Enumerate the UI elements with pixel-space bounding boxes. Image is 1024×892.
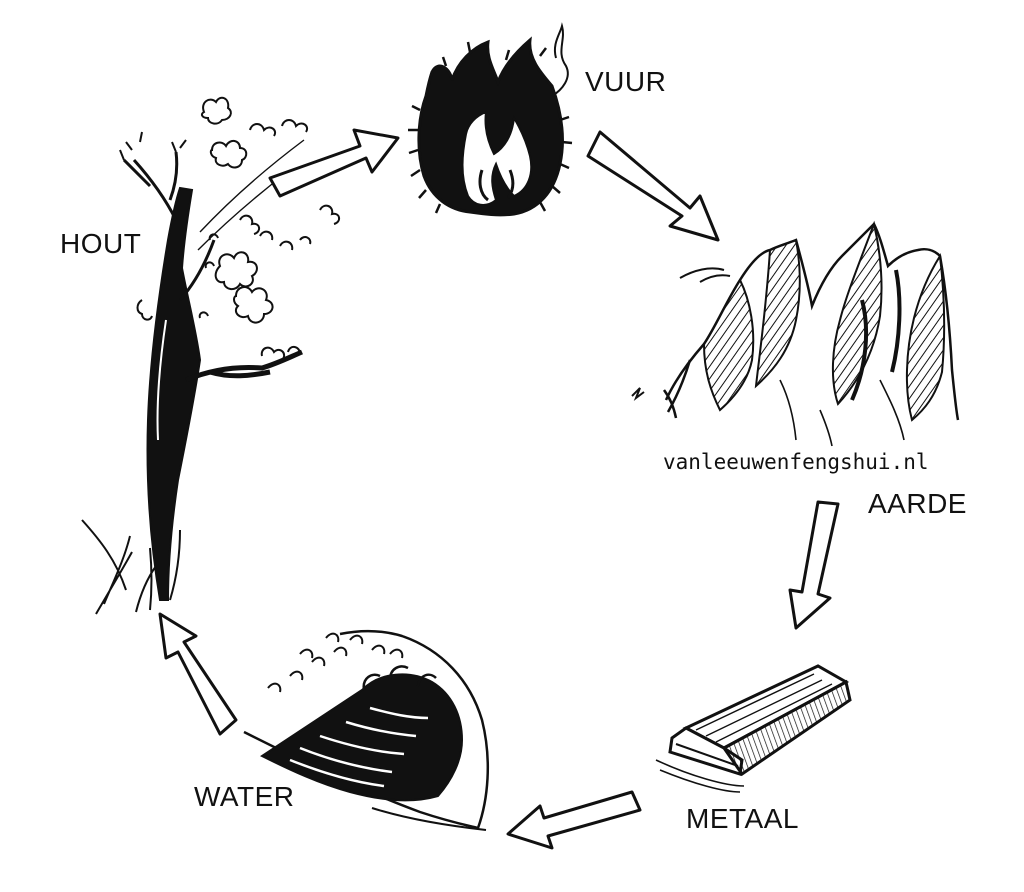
- label-hout: HOUT: [60, 228, 142, 259]
- label-water: WATER: [194, 781, 295, 812]
- mountain-icon: [631, 220, 960, 447]
- label-metaal: METAAL: [686, 803, 799, 834]
- fire-icon: [408, 22, 573, 217]
- label-aarde: AARDE: [868, 488, 967, 519]
- metal-bar-icon: [655, 664, 852, 793]
- arrow-metaal-to-water: [506, 790, 642, 850]
- watermark-url: vanleeuwenfengshui.nl: [663, 450, 929, 474]
- arrow-aarde-to-metaal: [788, 500, 840, 630]
- label-vuur: VUUR: [585, 66, 667, 97]
- arrow-water-to-hout: [158, 612, 238, 736]
- wave-icon: [243, 630, 489, 831]
- arrow-vuur-to-aarde: [586, 130, 720, 242]
- arrow-hout-to-vuur: [268, 128, 400, 198]
